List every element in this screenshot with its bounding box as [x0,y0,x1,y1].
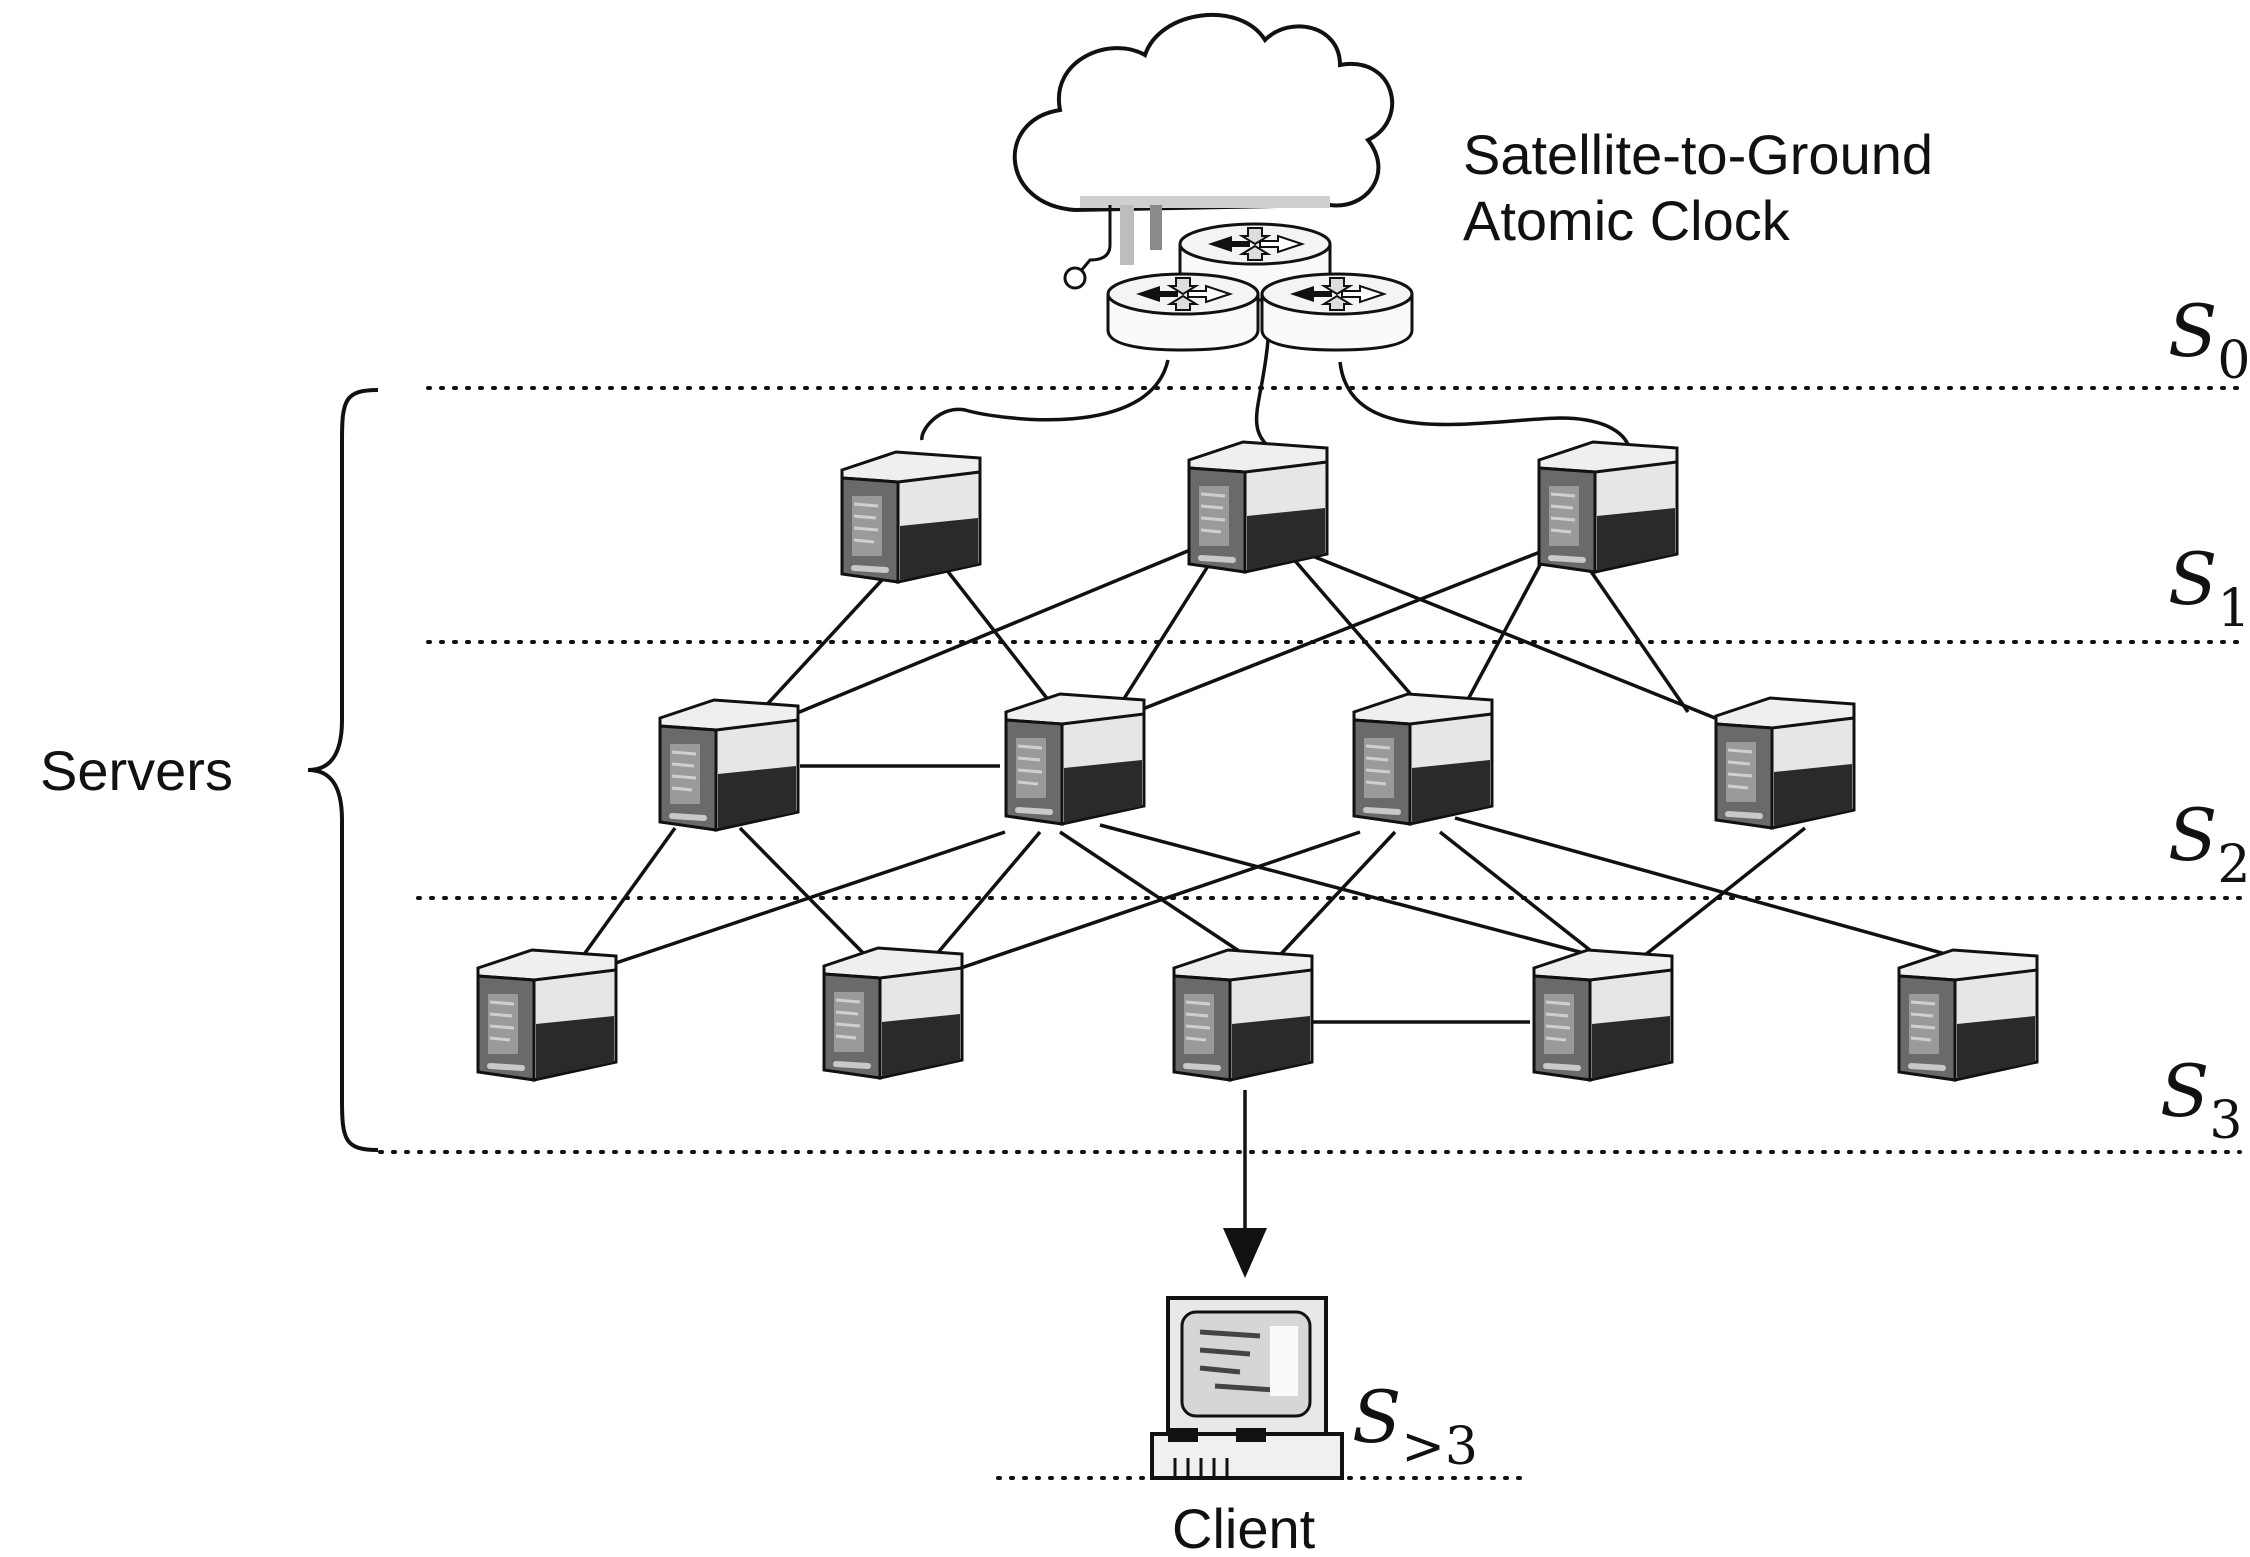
server-icon [1354,694,1492,824]
desktop-computer-icon [1150,1296,1344,1480]
stratum-label-client: S>3 [1352,1375,1478,1477]
source-label-line1: Satellite-to-Ground [1463,123,1933,186]
server-icon [1534,950,1672,1080]
server-icon [1716,698,1854,828]
source-label-line2: Atomic Clock [1463,189,1791,252]
server-icon [1539,442,1677,572]
server-icon [1006,694,1144,824]
stratum-1-servers [842,442,1677,582]
server-icon [1174,950,1312,1080]
servers-label: Servers [40,739,233,802]
server-icon [1189,442,1327,572]
stratum-2-servers [660,694,1854,830]
stratum-labels: S0 S1 S2 S3 S>3 [1352,289,2250,1477]
server-icon [1899,950,2037,1080]
stratum-label-s2: S2 [2168,793,2250,895]
server-icon [824,948,962,1078]
server-icon [660,700,798,830]
cloud-icon [1012,12,1394,290]
stratum-label-s3: S3 [2160,1049,2242,1151]
client-label: Client [1172,1497,1316,1557]
router-connections [920,339,1632,457]
stratum-label-s1: S1 [2168,537,2250,639]
stratum-label-s0: S0 [2168,289,2250,391]
server-icon [478,950,616,1080]
server-links [578,546,1961,1024]
servers-brace [307,388,379,1152]
stratum-3-servers [478,948,2037,1080]
arrow-to-client [1223,1090,1267,1278]
server-icon [842,452,980,582]
